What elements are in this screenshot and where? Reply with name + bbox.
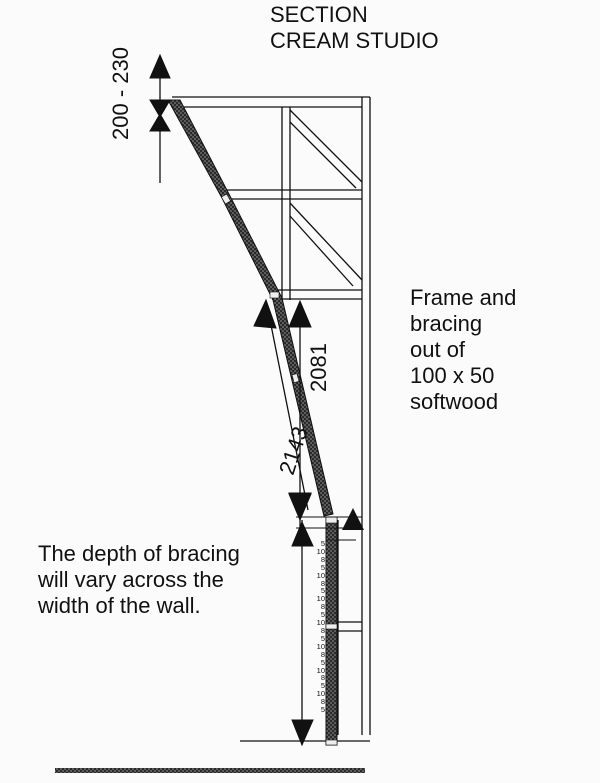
frame-note-line-3: out of <box>410 337 466 362</box>
frame-note-line-2: bracing <box>410 311 483 336</box>
course-label: 5 <box>320 681 325 691</box>
course-label: 10 <box>316 618 325 628</box>
ground-line <box>55 768 365 773</box>
course-label: 8 <box>320 673 325 683</box>
wall-height-dimension <box>291 520 314 747</box>
course-label: 8 <box>320 602 325 612</box>
course-label: 10 <box>316 546 325 556</box>
course-label: 8 <box>320 625 325 635</box>
upper-length-label: 2081 <box>306 343 331 392</box>
course-label: 5 <box>320 657 325 667</box>
title-line-2: CREAM STUDIO <box>270 28 439 53</box>
frame-posts <box>240 97 371 742</box>
frame-material-note: Frame and bracing out of 100 x 50 softwo… <box>410 285 590 415</box>
frame-rails <box>172 96 370 632</box>
top-offset-label: 200 - 230 <box>108 47 133 140</box>
frame-bracing <box>289 109 363 287</box>
course-label: 5 <box>320 562 325 572</box>
base-arrow <box>342 508 364 530</box>
bracing-note-line-3: width of the wall. <box>38 593 201 618</box>
bracing-note-line-1: The depth of bracing <box>38 541 240 566</box>
course-label: 5 <box>320 586 325 596</box>
bracing-note-line-2: will vary across the <box>38 567 224 592</box>
top-offset-dimension <box>149 53 171 183</box>
course-label: 5 <box>320 610 325 620</box>
course-labels: 5 10 8 5 10 8 5 10 8 5 10 8 5 10 8 5 10 … <box>313 540 325 714</box>
course-label: 8 <box>320 554 325 564</box>
title-line-1: SECTION <box>270 2 368 27</box>
drawing-title: SECTION CREAM STUDIO <box>270 2 439 54</box>
course-label: 10 <box>316 594 325 604</box>
course-label: 8 <box>320 578 325 588</box>
sloped-wall-member <box>167 99 334 517</box>
course-label: 5 <box>320 539 325 548</box>
course-label: 10 <box>316 665 325 675</box>
course-label: 10 <box>316 689 325 699</box>
course-label: 8 <box>320 697 325 707</box>
bracing-depth-note: The depth of bracing will vary across th… <box>38 541 298 619</box>
course-label: 5 <box>320 705 325 715</box>
course-label: 5 <box>320 633 325 643</box>
course-label: 8 <box>320 649 325 659</box>
frame-note-line-1: Frame and <box>410 285 517 310</box>
course-label: 10 <box>316 641 325 651</box>
dimension-2143 <box>253 298 312 522</box>
course-label: 10 <box>316 570 325 580</box>
frame-note-line-5: softwood <box>410 389 499 414</box>
frame-note-line-4: 100 x 50 <box>410 363 495 388</box>
